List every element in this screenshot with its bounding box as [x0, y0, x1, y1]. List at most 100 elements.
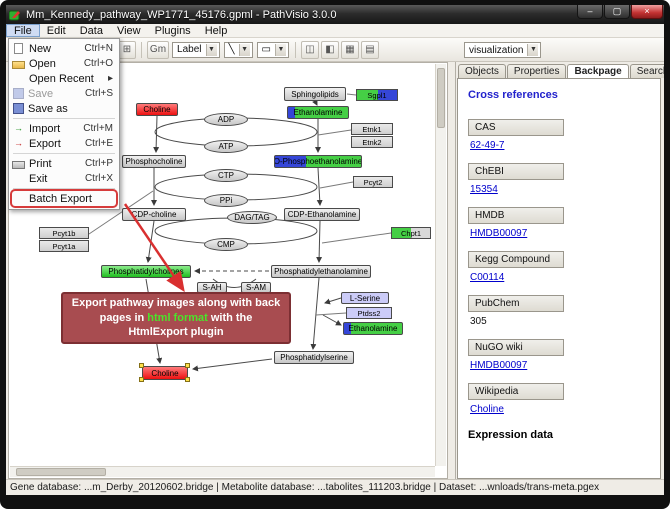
- xref-link-nugo-wiki[interactable]: HMDB00097: [470, 360, 528, 371]
- xref-link-cas[interactable]: 62-49-7: [470, 140, 505, 151]
- blank-icon: [12, 173, 25, 184]
- zoom-to-fit-icon[interactable]: ⊞: [117, 40, 136, 59]
- node-cdp-ethanolamine[interactable]: CDP-Ethanolamine: [284, 208, 360, 221]
- xref-link-kegg-compound[interactable]: C00114: [470, 272, 505, 283]
- xref-value-pubchem: 305: [470, 316, 487, 327]
- menubar: File Edit Data View Plugins Help: [6, 24, 664, 38]
- node-cmp[interactable]: CMP: [204, 238, 248, 251]
- node-o-phosphoethanolamine[interactable]: O-Phosphoethanolamine: [274, 155, 362, 168]
- shape-tool-select-value: ▭: [261, 44, 271, 55]
- tab-properties[interactable]: Properties: [506, 64, 567, 78]
- node-ethanolamine[interactable]: Ethanolamine: [343, 322, 403, 335]
- maximize-button[interactable]: ▢: [604, 5, 630, 19]
- menubar-item-view[interactable]: View: [116, 25, 141, 37]
- visualization-select[interactable]: visualization▼: [464, 42, 542, 58]
- menubar-item-file[interactable]: File: [6, 24, 40, 37]
- xref-header-cas: CAS: [468, 119, 564, 136]
- node-sphingolipids[interactable]: Sphingolipids: [284, 87, 346, 101]
- selection-handle[interactable]: [185, 363, 190, 368]
- line-tool-select[interactable]: ╲▼: [223, 41, 253, 58]
- node-phosphatidylethanolamine[interactable]: Phosphatidylethanolamine: [271, 265, 371, 278]
- node-etnk2[interactable]: Etnk2: [351, 136, 393, 148]
- blank-icon: [12, 193, 25, 204]
- statusbar: Gene database: ...m_Derby_20120602.bridg…: [6, 479, 664, 495]
- canvas-horizontal-scrollbar[interactable]: [10, 466, 435, 477]
- window-buttons: – ▢ ×: [577, 5, 664, 24]
- xref-link-hmdb[interactable]: HMDB00097: [470, 228, 528, 239]
- menubar-item-edit[interactable]: Edit: [46, 25, 66, 37]
- vertical-scroll-thumb[interactable]: [437, 68, 445, 128]
- node-dag-tag[interactable]: DAG/TAG: [227, 211, 277, 224]
- xref-header-chebi: ChEBI: [468, 163, 564, 180]
- node-chpt1[interactable]: Chpt1: [391, 227, 431, 239]
- node-ptdss2[interactable]: Ptdss2: [346, 307, 392, 319]
- distribute-icon[interactable]: ▦: [340, 40, 359, 59]
- align-horizontal-icon[interactable]: ◫: [300, 40, 319, 59]
- menu-item-batch-export[interactable]: Batch Export: [12, 191, 116, 206]
- node-pcyt1a[interactable]: Pcyt1a: [39, 240, 89, 252]
- xref-link-wikipedia[interactable]: Choline: [470, 404, 504, 415]
- node-etnk1[interactable]: Etnk1: [351, 123, 393, 135]
- chevron-down-icon: ▼: [238, 43, 250, 56]
- annotation-line-3: HtmlExport plugin: [128, 326, 224, 339]
- node-atp[interactable]: ATP: [204, 140, 248, 153]
- node-choline[interactable]: Choline: [142, 366, 188, 380]
- node-ppi[interactable]: PPi: [204, 194, 248, 207]
- node-cdp-choline[interactable]: CDP-choline: [122, 208, 186, 221]
- close-button[interactable]: ×: [631, 5, 663, 19]
- xref-section-hmdb: HMDB HMDB00097: [468, 195, 650, 239]
- menubar-item-help[interactable]: Help: [204, 25, 228, 37]
- selection-handle[interactable]: [185, 377, 190, 382]
- menubar-item-data[interactable]: Data: [79, 25, 103, 37]
- xref-section-cas: CAS 62-49-7: [468, 107, 650, 151]
- node-ctp[interactable]: CTP: [204, 169, 248, 182]
- tab-backpage[interactable]: Backpage: [567, 64, 629, 78]
- tab-search[interactable]: Search: [629, 64, 664, 78]
- tab-objects[interactable]: Objects: [458, 64, 506, 78]
- node-choline[interactable]: Choline: [136, 103, 178, 116]
- window-title: Mm_Kennedy_pathway_WP1771_45176.gpml - P…: [26, 8, 337, 21]
- label-tool-select[interactable]: Label▼: [172, 41, 220, 58]
- xref-header-hmdb: HMDB: [468, 207, 564, 224]
- node-pcyt2[interactable]: Pcyt2: [353, 176, 393, 188]
- align-vertical-icon[interactable]: ◧: [320, 40, 339, 59]
- canvas-vertical-scrollbar[interactable]: [435, 64, 446, 466]
- xref-link-chebi[interactable]: 15354: [470, 184, 498, 195]
- node-phosphatidylcholines[interactable]: Phosphatidylcholines: [101, 265, 191, 278]
- node-phosphatidylserine[interactable]: Phosphatidylserine: [274, 351, 354, 364]
- node-adp[interactable]: ADP: [204, 113, 248, 126]
- node-l-serine[interactable]: L-Serine: [341, 292, 389, 304]
- node-phosphocholine[interactable]: Phosphocholine: [122, 155, 186, 168]
- minimize-button[interactable]: –: [577, 5, 603, 19]
- xref-section-chebi: ChEBI 15354: [468, 151, 650, 195]
- shape-tool-select[interactable]: ▭▼: [256, 41, 289, 58]
- node-sgpl1[interactable]: Sgpl1: [356, 89, 398, 101]
- gene-product-tool-icon[interactable]: Gm: [146, 40, 170, 59]
- node-ethanolamine[interactable]: Ethanolamine: [287, 106, 349, 119]
- node-pcyt1b[interactable]: Pcyt1b: [39, 227, 89, 239]
- horizontal-scroll-thumb[interactable]: [16, 468, 106, 476]
- new-icon: [14, 43, 23, 54]
- selection-handle[interactable]: [139, 363, 144, 368]
- menubar-item-plugins[interactable]: Plugins: [154, 25, 191, 37]
- selection-handle[interactable]: [139, 377, 144, 382]
- menu-item-open-recent[interactable]: Open Recent▸: [9, 71, 119, 86]
- stack-icon[interactable]: ▤: [360, 40, 379, 59]
- xref-header-nugo-wiki: NuGO wiki: [468, 339, 564, 356]
- menu-item-save-as[interactable]: Save as: [9, 101, 119, 116]
